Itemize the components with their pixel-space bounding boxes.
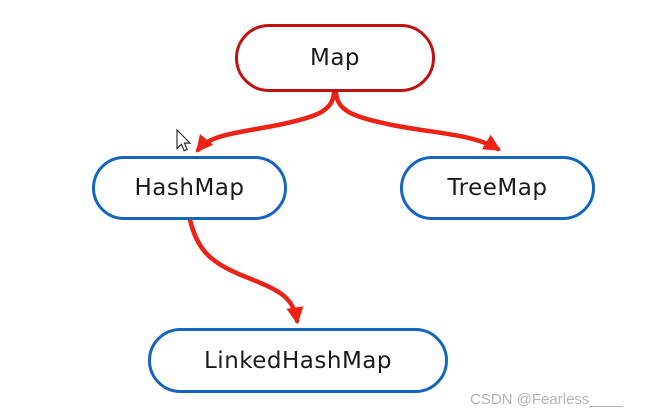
node-linkedhashmap[interactable]: LinkedHashMap — [148, 328, 448, 393]
edge-map-to-hashmap — [195, 89, 337, 153]
watermark-text: CSDN @Fearless____ — [470, 391, 623, 408]
node-map[interactable]: Map — [235, 24, 435, 92]
node-map-label: Map — [309, 45, 361, 71]
node-treemap-label: TreeMap — [447, 175, 548, 201]
node-linkedhashmap-label: LinkedHashMap — [203, 347, 393, 374]
node-hashmap[interactable]: HashMap — [92, 156, 287, 220]
edge-map-to-treemap — [333, 89, 501, 152]
edge-hashmap-to-linkedhashmap — [187, 217, 304, 325]
node-treemap[interactable]: TreeMap — [400, 156, 595, 220]
node-hashmap-label: HashMap — [134, 175, 245, 201]
